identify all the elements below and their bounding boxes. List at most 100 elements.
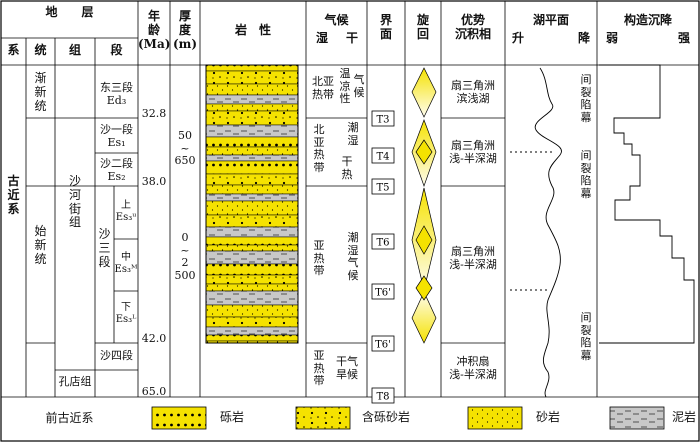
climate-z2-belt: 北 亚 热 带 <box>313 123 325 174</box>
interface-box <box>371 233 395 250</box>
member-sha2: 沙二段 Es₂ <box>100 157 133 183</box>
interface-box <box>371 110 395 127</box>
header-climate-dry: 干 <box>345 31 358 45</box>
header-climate-wet: 湿 <box>315 31 328 45</box>
lithology-band <box>205 236 299 246</box>
interface-label: T5 <box>376 183 389 194</box>
lithology-band <box>205 94 299 105</box>
legend-label-mudstone: 泥岩 <box>671 410 696 424</box>
lithology-band <box>205 316 299 328</box>
lithology-band <box>205 193 299 202</box>
facies-1: 扇三角洲 滨浅湖 <box>451 79 495 105</box>
climate-z1-temp: 温 凉 性 <box>339 67 351 106</box>
lithology-band <box>205 124 299 138</box>
header-tectonic: 构造沉降 <box>623 13 672 27</box>
series-eocene: 始 新 统 <box>34 224 47 266</box>
lithology-band <box>205 64 299 72</box>
tectonic-label-3: 间 裂 陷 幕 <box>580 311 592 362</box>
lithology-band <box>205 173 299 186</box>
header-lithology: 岩 性 <box>234 23 271 37</box>
member-sha1: 沙一段 Es₁ <box>100 123 133 149</box>
climate-z3-wet: 潮 湿 气 候 <box>347 231 359 282</box>
lithology-band <box>205 263 299 276</box>
header-climate: 气候 <box>324 13 349 27</box>
facies-4: 冲积扇 浅-半深湖 <box>449 355 497 381</box>
header-lake-rise: 升 <box>511 31 524 45</box>
header-tect-weak: 弱 <box>605 31 618 45</box>
legend-swatches <box>151 406 665 430</box>
interface-label: T6 <box>376 238 389 249</box>
climate-z4-arid: 干气 旱候 <box>336 355 358 381</box>
climate-z2-wet: 潮 湿 <box>347 121 359 147</box>
legend-label-conglomerate: 砾岩 <box>219 410 244 424</box>
header-tect-strong: 强 <box>677 31 690 45</box>
interface-box <box>371 283 395 300</box>
lithology-band <box>205 146 299 156</box>
lake-dotted-lines <box>510 151 555 291</box>
header-facies: 优势 沉积相 <box>454 13 491 41</box>
lake-level-curve <box>534 67 562 398</box>
legend-label-sandstone: 砂岩 <box>535 410 560 424</box>
header-strata: 地 层 <box>45 5 94 19</box>
formation-kongdian: 孔店组 <box>58 375 92 388</box>
lithology-frame <box>205 64 299 344</box>
lithology-band <box>205 334 299 342</box>
system-paleogene: 古 近 系 <box>7 174 20 216</box>
lithology-band <box>205 160 299 175</box>
member-sha4: 沙四段 <box>100 349 133 362</box>
lithology-band <box>205 184 299 195</box>
age-42-0: 42.0 <box>141 332 167 345</box>
interface-box <box>371 178 395 195</box>
lithology-band <box>205 110 299 126</box>
header-formation: 组 <box>68 43 81 57</box>
climate-z4-belt: 亚 热 带 <box>313 349 325 388</box>
tectonic-subsidence-steps <box>599 64 695 344</box>
member-dong3: 东三段 Ed₃ <box>100 81 133 107</box>
header-interface: 界 面 <box>379 13 392 41</box>
lithology-band <box>205 226 299 238</box>
lithology-band <box>205 200 299 216</box>
header-thickness: 厚 度 (m) <box>172 9 198 51</box>
thickness-sha1-2: 50 ~ 650 <box>174 129 196 168</box>
facies-3: 扇三角洲 浅-半深湖 <box>449 245 497 271</box>
interface-box <box>371 335 395 352</box>
lithology-band <box>205 304 299 318</box>
lithology-column <box>205 64 299 344</box>
header-lake-level: 湖平面 <box>532 13 569 27</box>
legend-swatch-conglomerate <box>151 406 207 430</box>
interface-box <box>371 147 395 164</box>
lithology-band <box>205 290 299 306</box>
member-sha3-upper: 上 Es₃ᵘ <box>115 200 137 223</box>
lithology-band <box>205 136 299 148</box>
member-sha3: 沙 三 段 <box>98 227 111 269</box>
thickness-sha3: 0 ~ 2 500 <box>174 231 196 282</box>
age-32-8: 32.8 <box>141 107 167 120</box>
lithology-band <box>205 250 299 265</box>
interface-box <box>371 387 395 404</box>
cycle-column <box>411 67 437 344</box>
age-65-0: 65.0 <box>141 385 167 398</box>
lithology-band <box>205 83 299 96</box>
legend-label-pebbly-sandstone: 含砾砂岩 <box>361 410 410 424</box>
climate-z3-belt: 亚 热 带 <box>313 239 325 278</box>
tectonic-label-1: 间 裂 陷 幕 <box>580 73 592 124</box>
header-age: 年 龄 (Ma) <box>138 9 171 51</box>
age-38-0: 38.0 <box>141 175 167 188</box>
lithology-band <box>205 214 299 228</box>
lithology-band <box>205 70 299 85</box>
climate-z1-belt: 北亚 热带 <box>312 75 334 101</box>
climate-z2-hot: 干 热 <box>341 155 353 181</box>
legend-swatch-mudstone <box>609 406 665 430</box>
header-series: 统 <box>34 43 47 57</box>
lithology-band <box>205 244 299 252</box>
header-cycle: 旋 回 <box>416 13 429 41</box>
tectonic-label-2: 间 裂 陷 幕 <box>580 149 592 200</box>
grid-lines <box>1 1 699 398</box>
lithology-band <box>205 326 299 336</box>
header-lake-fall: 降 <box>577 31 590 45</box>
climate-z1-climate: 气 候 <box>353 73 365 99</box>
interface-label: T6' <box>375 340 391 351</box>
